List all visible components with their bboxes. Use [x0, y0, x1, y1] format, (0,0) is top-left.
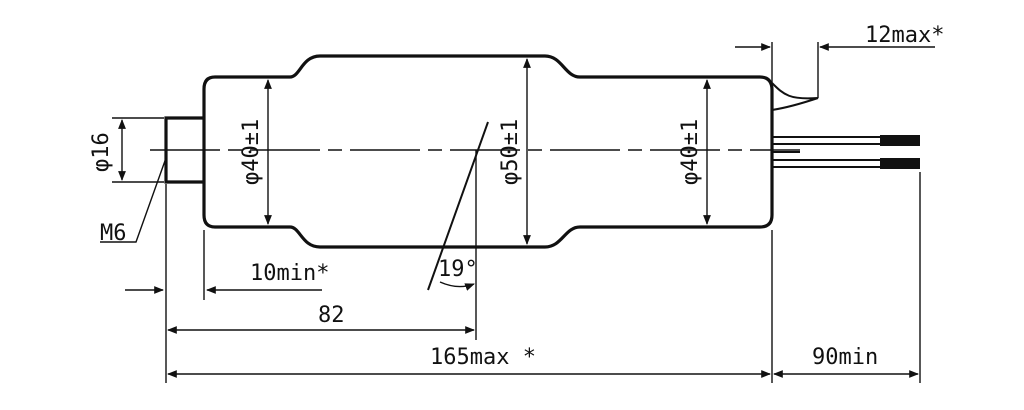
ninety-min-label: 90min — [812, 345, 878, 370]
d16-label: φ16 — [89, 132, 114, 172]
twelve-max-label: 12max* — [865, 23, 944, 48]
angle-arc — [439, 281, 475, 291]
d50-label: φ50±1 — [498, 119, 523, 185]
angle-label: 19° — [438, 257, 478, 282]
hook-tab — [771, 82, 819, 111]
ten-min-label: 10min* — [250, 261, 329, 286]
one65-max-label: 165max * — [430, 345, 536, 370]
m6-label: M6 — [100, 221, 127, 246]
lead-wires — [772, 135, 920, 169]
d40-right-label: φ40±1 — [678, 119, 703, 185]
m6-leader — [100, 157, 167, 243]
d40-left-label: φ40±1 — [239, 119, 264, 185]
eighty-two-label: 82 — [318, 303, 345, 328]
body-outline — [202, 54, 774, 249]
angle-line — [427, 121, 489, 291]
